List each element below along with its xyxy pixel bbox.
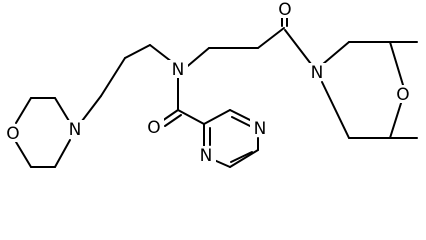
atom-label-morpholine-oxygen-left: O [6, 124, 19, 144]
atom-label-morpholine-nitrogen-left: N [69, 120, 82, 140]
bond-amide-c-pyrazine [177, 109, 205, 125]
chemical-structure-diagram: O N N O O N O N N [3, 0, 418, 168]
atom-label-amide-carbonyl-oxygen: O [147, 118, 160, 138]
bond-pyr-c2-c3 [203, 109, 231, 125]
bond-pyr-c5-c6 [229, 149, 259, 168]
bond-pyr-c6-n1 [213, 159, 231, 168]
bond-morph-r-o-c3 [389, 99, 403, 139]
bond-ch2-carbonyl [257, 27, 285, 49]
bond-morph-r-n-c1 [322, 41, 350, 65]
bond-left-chain-3 [81, 95, 102, 122]
bond-left-chain-2 [100, 57, 126, 97]
bond-left-chain-1 [124, 44, 151, 59]
bond-morph-l-c4-n [54, 139, 71, 168]
atom-label-morpholine-oxygen-right: O [396, 85, 409, 105]
bond-n-ch2-left [149, 44, 173, 63]
bond-morph-r-c2-o [389, 41, 404, 86]
bond-morph-l-o-c3 [15, 141, 32, 168]
bond-pyr-c5-c6-inner [230, 151, 253, 163]
bond-carbonyl-n-morph [284, 29, 312, 65]
atom-label-amide-nitrogen: N [172, 60, 185, 80]
bond-morph-l-n-c1 [54, 97, 70, 122]
atom-label-pyrazine-nitrogen-bottom: N [200, 146, 213, 166]
bond-morph-r-c4-n [321, 81, 350, 139]
atom-label-morpholine-nitrogen-right: N [311, 63, 324, 83]
bond-amide-double-2 [164, 114, 182, 127]
bond-amide-double-1 [161, 109, 179, 122]
atom-label-carbonyl-oxygen-top: O [278, 0, 291, 20]
bond-pyr-c3-n4-inner [231, 116, 253, 128]
bond-morph-l-c2-o [15, 97, 32, 124]
bond-layer [15, 13, 418, 168]
atom-label-pyrazine-nitrogen-top: N [254, 119, 267, 139]
atom-label-layer: O N N O O N O N N [3, 0, 413, 166]
